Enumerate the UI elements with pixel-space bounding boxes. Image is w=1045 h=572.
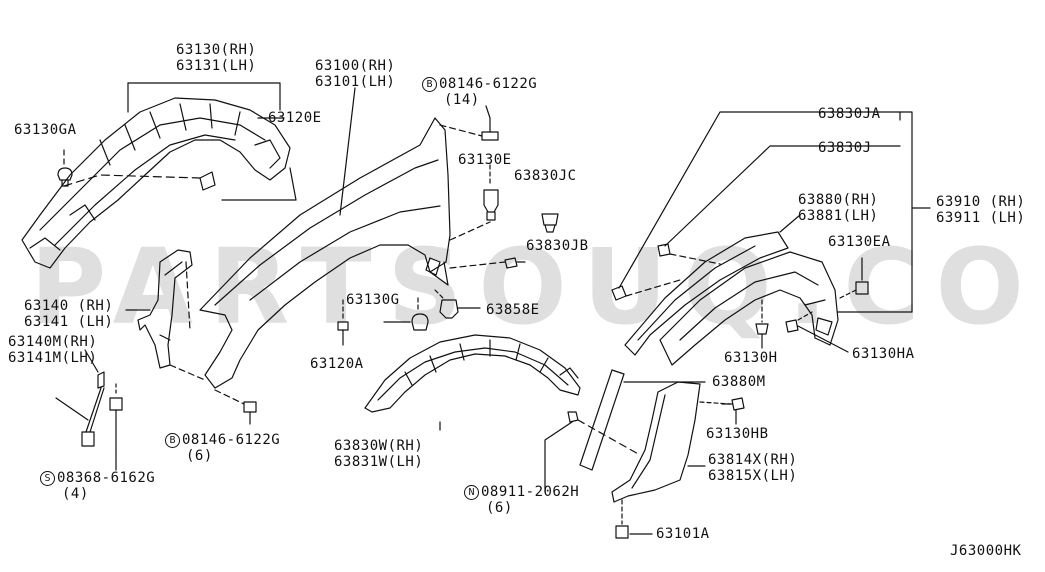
label-63141m-lh: 63141M(LH) — [8, 350, 98, 366]
screw-prefix: S — [40, 471, 55, 486]
fender-flare-63910 — [659, 251, 839, 366]
front-fender — [199, 117, 451, 389]
molding-63880m — [579, 369, 706, 471]
label-63140-rh: 63140 (RH) — [24, 298, 114, 314]
watermark: PARTSOUQ.COM — [30, 226, 1045, 348]
label-63830ja: 63830JA — [818, 106, 881, 122]
label-63131-lh: 63131(LH) — [176, 58, 257, 74]
label-63910-rh: 63910 (RH) — [936, 194, 1026, 210]
label-63815x-lh: 63815X(LH) — [708, 468, 798, 484]
label-63830jc: 63830JC — [514, 168, 577, 184]
label-63880m: 63880M — [712, 374, 766, 390]
nut-prefix: N — [464, 485, 479, 500]
label-63130h: 63130H — [724, 350, 778, 366]
label-63130ga: 63130GA — [14, 122, 77, 138]
label-63141-lh: 63141 (LH) — [24, 314, 114, 330]
label-63911-lh: 63911 (LH) — [936, 210, 1026, 226]
screw-number: 08368-6162G — [57, 470, 156, 486]
diagram-code: J63000HK — [950, 543, 1022, 559]
label-63830jb: 63830JB — [526, 238, 589, 254]
front-fender-liner — [21, 97, 291, 269]
screw-63130h — [755, 299, 769, 349]
bolt-63120a — [337, 299, 349, 346]
screw-63130hb — [699, 397, 745, 425]
fender-flare-63880 — [624, 231, 789, 356]
clip-63830jb — [449, 257, 526, 269]
label-63120e: 63120E — [268, 110, 322, 126]
bolt-fender-top — [439, 105, 499, 141]
bolt-top-number: 08146-6122G — [439, 76, 538, 92]
bolt-bottom-number: 08146-6122G — [182, 432, 281, 448]
label-bolt-top-qty: (14) — [444, 92, 480, 108]
leader-liner-top — [127, 82, 281, 111]
label-63831w-lh: 63831W(LH) — [334, 454, 424, 470]
label-63130g: 63130G — [346, 292, 400, 308]
label-screw-qty: (4) — [62, 486, 89, 502]
label-63101-lh: 63101(LH) — [315, 74, 396, 90]
leader-liner-right — [221, 167, 297, 201]
label-63814x-rh: 63814X(RH) — [708, 452, 798, 468]
label-63130hb: 63130HB — [706, 426, 769, 442]
bolt-63101a — [615, 499, 653, 539]
support-rod — [55, 349, 105, 447]
label-63101a: 63101A — [656, 526, 710, 542]
screw-63130ha — [785, 311, 849, 353]
nut-number: 08911-2062H — [481, 484, 580, 500]
bolt-top-prefix: B — [422, 77, 437, 92]
label-63830j: 63830J — [818, 140, 872, 156]
screw-08368 — [109, 383, 123, 471]
label-63880-rh: 63880(RH) — [798, 192, 879, 208]
label-bolt-bottom-qty: (6) — [186, 448, 213, 464]
fender-bracket — [137, 249, 206, 381]
label-63830w-rh: 63830W(RH) — [334, 438, 424, 454]
label-63858e: 63858E — [486, 302, 540, 318]
bracket-63910 — [837, 111, 913, 313]
rear-wheel-liner — [364, 334, 581, 413]
clip-63130ea — [839, 257, 869, 299]
leader-63100 — [339, 87, 356, 216]
label-63881-lh: 63881(LH) — [798, 208, 879, 224]
label-63100-rh: 63100(RH) — [315, 58, 396, 74]
label-63130-rh: 63130(RH) — [176, 42, 257, 58]
clip-63830j — [657, 145, 901, 265]
leader-63880 — [779, 214, 801, 233]
clip-63130g — [383, 297, 429, 331]
bolt-bottom-prefix: B — [165, 433, 180, 448]
label-nut-qty: (6) — [486, 500, 513, 516]
mud-guard-63814x — [611, 381, 706, 503]
label-63120a: 63120A — [310, 356, 364, 372]
label-63130ea: 63130EA — [828, 234, 891, 250]
clip-63830ja — [611, 111, 901, 301]
label-63140m-rh: 63140M(RH) — [8, 334, 98, 350]
label-63130ha: 63130HA — [852, 346, 915, 362]
label-63130e: 63130E — [458, 152, 512, 168]
clip-63130ga — [57, 149, 201, 187]
clip-63830jc — [541, 213, 559, 233]
bolt-fender-bottom — [214, 389, 257, 425]
clip-63858e — [434, 289, 481, 319]
nut-08911 — [544, 411, 641, 493]
clip-63130e — [449, 164, 499, 241]
